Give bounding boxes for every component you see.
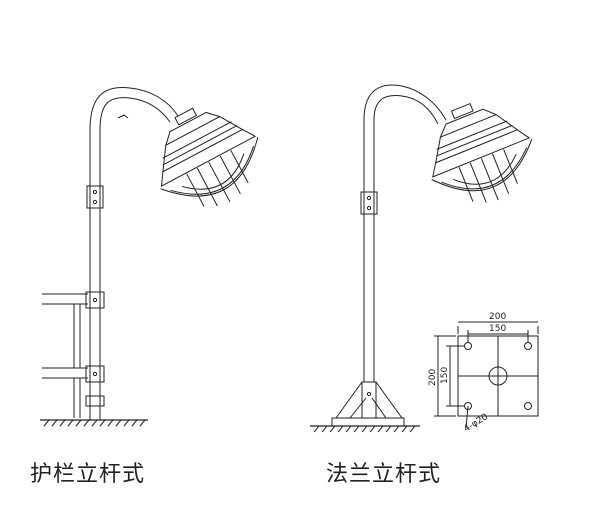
bolt-hole	[524, 342, 532, 350]
flange-mount-figure	[310, 84, 533, 433]
flange-base	[331, 381, 405, 427]
bolt-hole	[524, 402, 532, 410]
flange-plate-detail: 200 150 200 150 4-φ20	[428, 312, 539, 435]
hole-leader-line	[465, 405, 469, 429]
lamp-head-left	[160, 107, 259, 207]
dim-holes: 4-φ20	[462, 412, 490, 435]
railing-mount-figure	[40, 86, 259, 427]
caption-flange-mount: 法兰立杆式	[326, 462, 442, 487]
dim-width-inner: 150	[489, 324, 506, 334]
dim-width-outer: 200	[489, 312, 506, 322]
pole-left	[85, 86, 179, 420]
ground-right	[310, 425, 420, 433]
ground-left	[40, 419, 148, 427]
center-hole	[488, 366, 508, 386]
bolt-hole	[464, 342, 472, 350]
pole-right	[360, 84, 447, 382]
railing	[42, 293, 88, 418]
lamp-head-right	[431, 102, 533, 203]
caption-railing-mount: 护栏立杆式	[30, 462, 146, 487]
dim-height-inner: 150	[440, 367, 450, 384]
dim-height-outer: 200	[428, 369, 438, 386]
